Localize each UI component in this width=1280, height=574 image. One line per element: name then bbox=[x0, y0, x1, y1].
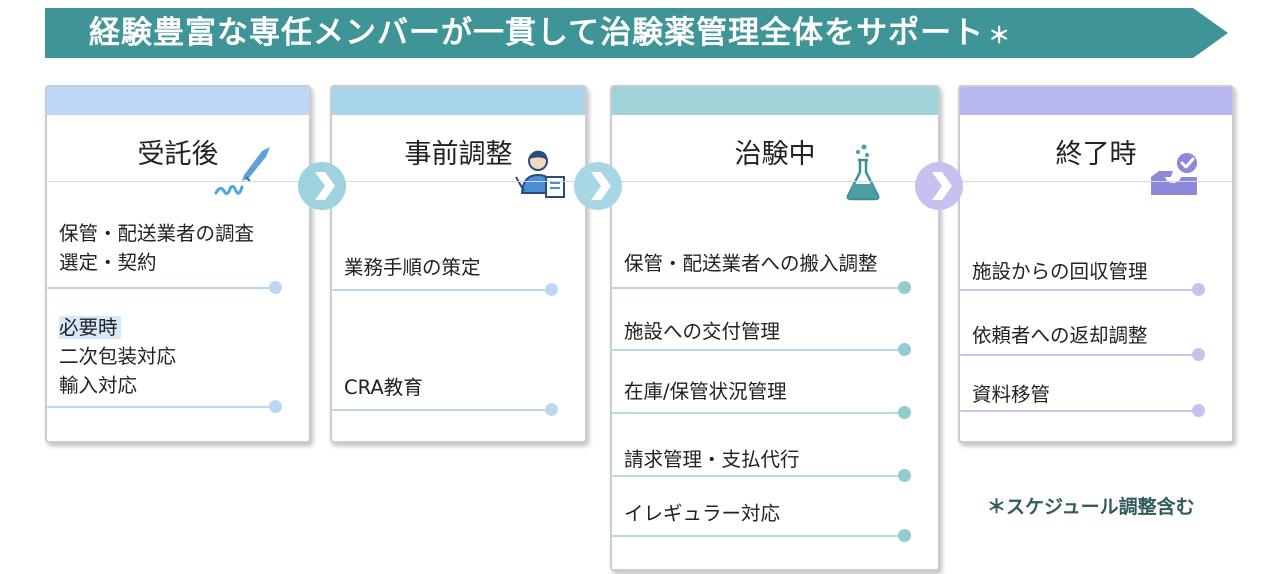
stage-card-closeout: 終了時施設からの回収管理依頼者への返却調整資料移管 bbox=[958, 85, 1234, 443]
card-divider bbox=[47, 181, 309, 182]
stage-title: 受託後 bbox=[137, 139, 219, 170]
task-item: イレギュラー対応 bbox=[624, 499, 780, 528]
task-item: 資料移管 bbox=[972, 380, 1050, 409]
item-dot bbox=[1192, 283, 1205, 296]
highlight-label: 必要時 bbox=[59, 316, 121, 339]
task-item-text: 二次包装対応 bbox=[59, 345, 177, 368]
person-document-icon bbox=[510, 145, 570, 209]
item-dot bbox=[1192, 348, 1205, 361]
card-header-bar bbox=[612, 87, 938, 115]
stage-card-preparation: 事前調整業務手順の策定 CRA教育 bbox=[330, 85, 587, 443]
task-item-text: CRA教育 bbox=[344, 376, 423, 399]
task-item: 依頼者への返却調整 bbox=[972, 321, 1148, 350]
item-underline bbox=[612, 349, 902, 351]
task-item-text: 輸入対応 bbox=[59, 374, 138, 397]
task-item: 施設への交付管理 bbox=[624, 317, 780, 346]
title-banner: 経験豊富な専任メンバーが一貫して治験薬管理全体をサポート＊ bbox=[45, 8, 1228, 58]
task-item: 保管・配送業者への搬入調整 bbox=[624, 249, 878, 278]
banner-title: 経験豊富な専任メンバーが一貫して治験薬管理全体をサポート＊ bbox=[89, 15, 1012, 51]
card-divider bbox=[612, 181, 938, 182]
task-item: CRA教育 bbox=[344, 373, 423, 402]
task-item: 施設からの回収管理 bbox=[972, 257, 1148, 286]
item-dot bbox=[545, 403, 558, 416]
item-underline bbox=[47, 287, 273, 289]
item-underline bbox=[332, 409, 549, 411]
item-underline bbox=[960, 410, 1196, 412]
task-item: 業務手順の策定 bbox=[344, 253, 481, 282]
footnote: ＊スケジュール調整含む bbox=[987, 496, 1195, 518]
banner-asterisk: ＊ bbox=[988, 24, 1012, 49]
stage-title: 治験中 bbox=[734, 139, 816, 170]
task-item-text: イレギュラー対応 bbox=[624, 502, 781, 525]
item-underline bbox=[612, 287, 902, 289]
task-item-text: 請求管理・支払代行 bbox=[624, 448, 800, 471]
task-item: 請求管理・支払代行 bbox=[624, 445, 800, 474]
card-header-bar bbox=[332, 87, 585, 115]
item-dot bbox=[898, 281, 911, 294]
stage-card-after-contract: 受託後保管・配送業者の調査選定・契約必要時二次包装対応輸入対応 bbox=[45, 85, 311, 443]
item-underline bbox=[960, 289, 1196, 291]
task-item-text: 保管・配送業者への搬入調整 bbox=[624, 252, 878, 275]
banner-arrow-shape bbox=[45, 8, 1228, 58]
card-header-bar bbox=[960, 87, 1232, 115]
item-dot bbox=[269, 400, 282, 413]
task-item-text: 施設への交付管理 bbox=[624, 320, 781, 343]
item-underline bbox=[47, 406, 273, 408]
item-dot bbox=[898, 529, 911, 542]
task-item: 必要時二次包装対応輸入対応 bbox=[59, 313, 176, 400]
tray-check-icon bbox=[1145, 145, 1205, 209]
task-item-text: 資料移管 bbox=[972, 383, 1051, 406]
task-item-text: 保管・配送業者の調査 bbox=[59, 222, 255, 245]
task-item-text: 在庫/保管状況管理 bbox=[624, 380, 787, 403]
card-header-bar bbox=[47, 87, 309, 115]
chevron-right-icon bbox=[315, 172, 335, 200]
task-item-text: 施設からの回収管理 bbox=[972, 260, 1148, 283]
task-item: 保管・配送業者の調査選定・契約 bbox=[59, 219, 254, 277]
item-dot bbox=[898, 469, 911, 482]
task-item-text: 依頼者への返却調整 bbox=[972, 324, 1148, 347]
item-underline bbox=[612, 535, 902, 537]
item-dot bbox=[1192, 404, 1205, 417]
task-item-text: 選定・契約 bbox=[59, 251, 157, 274]
chevron-right-icon bbox=[591, 172, 611, 200]
stage-arrow-2 bbox=[574, 162, 622, 210]
stage-arrow-3 bbox=[915, 162, 963, 210]
item-underline bbox=[612, 412, 902, 414]
pen-signature-icon bbox=[212, 145, 272, 209]
task-item-text: 業務手順の策定 bbox=[344, 256, 481, 279]
task-item: 在庫/保管状況管理 bbox=[624, 377, 787, 406]
stage-title: 事前調整 bbox=[404, 139, 513, 170]
item-dot bbox=[269, 281, 282, 294]
item-underline bbox=[332, 289, 549, 291]
item-dot bbox=[898, 406, 911, 419]
item-dot bbox=[545, 283, 558, 296]
item-dot bbox=[898, 343, 911, 356]
item-underline bbox=[960, 354, 1196, 356]
chevron-right-icon bbox=[932, 172, 952, 200]
stage-card-during-trial: 治験中保管・配送業者への搬入調整施設への交付管理在庫/保管状況管理請求管理・支払… bbox=[610, 85, 940, 571]
item-underline bbox=[612, 475, 902, 477]
card-divider bbox=[332, 181, 585, 182]
flask-icon bbox=[832, 142, 892, 206]
stage-arrow-1 bbox=[298, 162, 346, 210]
stage-title: 終了時 bbox=[1055, 139, 1137, 170]
card-divider bbox=[960, 181, 1232, 182]
